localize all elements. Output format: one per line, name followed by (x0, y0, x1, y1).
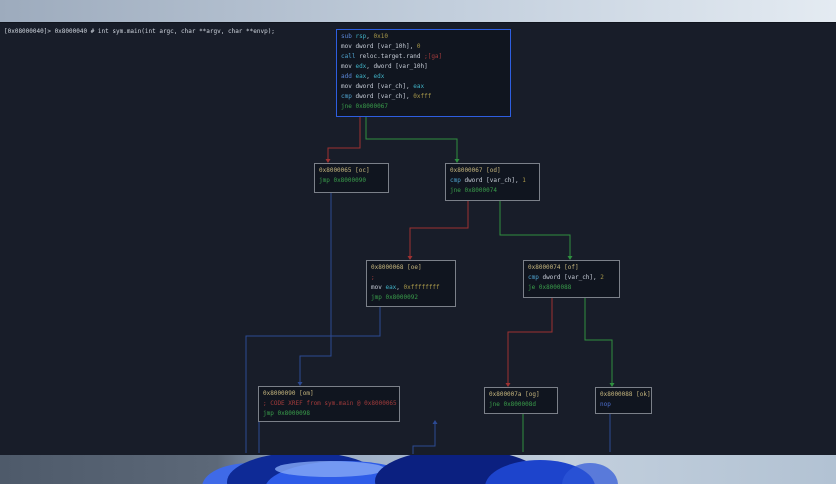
asm-line: cmp dword [var_ch], 1 (450, 177, 526, 184)
node-title: 0x8000090 [om] (263, 390, 314, 397)
desktop-wallpaper-top (0, 0, 836, 22)
asm-line: mov eax, 0xffffffff (371, 284, 440, 291)
asm-line: jne 0x8000067 (341, 103, 388, 110)
graph-node-0x8000068[interactable]: 0x8000068 [oe]; mov eax, 0xffffffff jmp 0x… (366, 260, 456, 307)
graph-node-0x8000090[interactable]: 0x8000090 [om] ; CODE XREF from sym.main … (258, 386, 400, 422)
graph-edge (507, 298, 553, 383)
asm-line: cmp dword [var_ch], 2 (528, 274, 604, 281)
graph-edge (499, 201, 571, 256)
asm-line: mov dword [var_ch], eax (341, 83, 425, 90)
node-title: 0x8000067 [od] (450, 167, 501, 174)
edge-arrowhead (432, 420, 438, 424)
asm-line: add eax, edx (341, 73, 385, 80)
asm-line: jmp 0x8000090 (319, 177, 366, 184)
graph-node-0x800007a[interactable]: 0x800007a [og] jne 0x800008d (484, 387, 558, 414)
graph-edge (245, 307, 381, 453)
desktop-wallpaper-bottom (0, 455, 836, 484)
windows-bloom-wallpaper (0, 455, 836, 484)
asm-line: jmp 0x8000098 (263, 410, 310, 417)
node-title: 0x8000065 [oc] (319, 167, 370, 174)
graph-edge (412, 424, 436, 454)
graph-node-0x8000088[interactable]: 0x8000088 [ok] nop (595, 387, 652, 414)
node-title: 0x800007a [og] (489, 391, 540, 398)
graph-node-0x8000065[interactable]: 0x8000065 [oc] jmp 0x8000090 (314, 163, 389, 193)
asm-line: jmp 0x8000092 (371, 294, 418, 301)
asm-line: mov dword [var_10h], 0 (341, 43, 421, 50)
graph-edge (584, 298, 613, 383)
node-title: 0x8000068 [oe] (371, 264, 422, 271)
asm-line: call reloc.target.rand ;[ga] (341, 53, 443, 60)
asm-line: mov edx, dword [var_10h] (341, 63, 428, 70)
graph-node-entry[interactable]: sub rsp, 0x10 mov dword [var_10h], 0 call … (336, 29, 511, 117)
prompt-line: [0x08000040]> 0x8000040 # int sym.main(i… (4, 28, 275, 35)
graph-edge (365, 117, 458, 159)
node-title: 0x8000088 [ok] (600, 391, 651, 398)
graph-edge (299, 193, 332, 382)
graph-node-0x8000074[interactable]: 0x8000074 [of] cmp dword [var_ch], 2 je 0x… (523, 260, 620, 298)
asm-line: sub rsp, 0x10 (341, 33, 388, 40)
graph-edge (409, 201, 469, 256)
graph-edge (327, 117, 361, 159)
asm-line: ; CODE XREF from sym.main @ 0x8000065 (263, 400, 397, 407)
asm-line: jne 0x800008d (489, 401, 536, 408)
asm-line: ; (371, 274, 375, 281)
asm-line: nop (600, 401, 611, 408)
asm-line: je 0x8000088 (528, 284, 572, 291)
node-title: 0x8000074 [of] (528, 264, 579, 271)
asm-line: cmp dword [var_ch], 0xfff (341, 93, 432, 100)
asm-line: jne 0x8000074 (450, 187, 497, 194)
graph-node-0x8000067[interactable]: 0x8000067 [od] cmp dword [var_ch], 1 jne 0… (445, 163, 540, 201)
